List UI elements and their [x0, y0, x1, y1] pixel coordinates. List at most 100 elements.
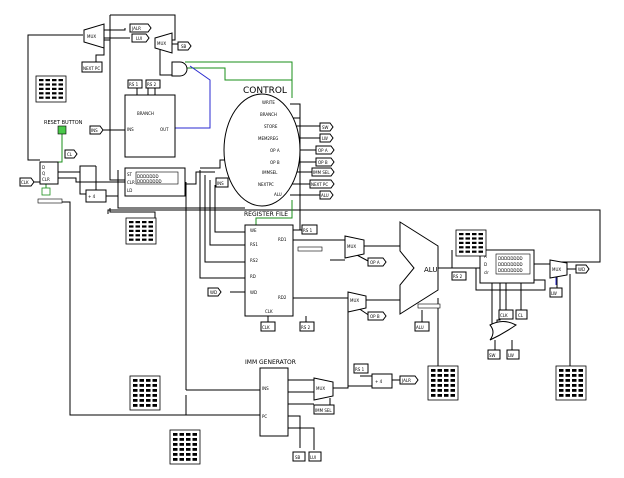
led-dot: [459, 246, 464, 249]
led-dot: [465, 250, 470, 253]
register-file: REGISTER FILE WE RS1 RS2 RD WD CLK RD1 R…: [244, 211, 294, 317]
led-dot: [192, 433, 197, 436]
led-dot: [148, 234, 153, 237]
pc-adder: + 4: [85, 189, 107, 203]
branch-mux-label: MUX: [157, 41, 166, 46]
led-dot: [437, 369, 442, 372]
led-dot: [146, 404, 151, 407]
led-dot: [152, 404, 157, 407]
imm-generator: IMM GENERATOR INS PC: [245, 359, 296, 437]
led-dot: [148, 229, 153, 232]
led-dot: [45, 87, 50, 90]
led-dot: [565, 384, 570, 387]
alu-title: ALU: [424, 266, 437, 274]
reset-button-square[interactable]: [57, 125, 67, 135]
led-dot: [52, 87, 57, 90]
svg-text:WE: WE: [250, 228, 257, 233]
led-dot: [459, 241, 464, 244]
svg-text:LD: LD: [127, 188, 132, 193]
ctrl-sig-7: NEXTPC: [258, 182, 274, 187]
led-dot: [578, 374, 583, 377]
pc-mux-label: MUX: [87, 34, 96, 39]
led-dot: [450, 369, 455, 372]
led-dot: [135, 238, 140, 241]
tunnel-op-b-ctrl: OP B: [318, 160, 328, 165]
led-dot: [459, 233, 464, 236]
led-dot: [142, 229, 147, 232]
led-dot: [437, 384, 442, 387]
led-dot: [173, 433, 178, 436]
led-dot: [472, 241, 477, 244]
led-dot: [139, 399, 144, 402]
branch-mux: MUX: [154, 32, 173, 54]
writeback-mux-label: MUX: [552, 267, 561, 272]
led-dot: [559, 374, 564, 377]
led-dot: [39, 96, 44, 99]
led-dot: [450, 384, 455, 387]
led-dot: [133, 404, 138, 407]
tunnel-lui-bottom: LUI: [310, 455, 316, 460]
led-dot: [133, 384, 138, 387]
tunnel-lui: LUI: [136, 36, 142, 41]
tunnel-ins: INS: [91, 128, 98, 133]
svg-text:CLK: CLK: [265, 309, 273, 314]
svg-text:INS: INS: [127, 127, 134, 132]
led-dot: [186, 458, 191, 461]
led-dot: [146, 379, 151, 382]
led-dot: [572, 379, 577, 382]
tunnels: JALR LUI SB NEXT PC RS 1 RS 2 INS CLK CL…: [19, 23, 590, 462]
led-dot: [179, 453, 184, 456]
led-dot: [572, 369, 577, 372]
led-dot: [431, 379, 436, 382]
led-dot: [478, 241, 483, 244]
led-dot: [142, 221, 147, 224]
led-dot: [472, 246, 477, 249]
led-dot: [58, 83, 63, 86]
led-dot: [152, 389, 157, 392]
led-dot: [148, 238, 153, 241]
tunnel-op-a: OP A: [370, 260, 380, 265]
led-dot: [173, 448, 178, 451]
led-dot: [52, 96, 57, 99]
reset-button[interactable]: RESET BUTTON: [41, 120, 83, 196]
svg-text:CLR: CLR: [42, 177, 50, 182]
led-dot: [139, 394, 144, 397]
tunnel-clk: CLK: [21, 180, 29, 185]
instruction-decoder: DDDDDDD DDDDDDDD ST CLR LD: [124, 167, 186, 197]
led-dot: [148, 225, 153, 228]
tunnel-op-a-ctrl: OP A: [318, 148, 328, 153]
tunnel-lw-mem: LW: [508, 353, 514, 358]
led-dot: [431, 389, 436, 392]
tunnel-sb: SB: [181, 44, 187, 49]
led-dot: [465, 233, 470, 236]
led-dot: [437, 389, 442, 392]
pc-register: D Q CLR: [39, 161, 59, 185]
led-dot: [179, 433, 184, 436]
data-memory: A D clr DDDDDDDD DDDDDDDD DDDDDDDD: [479, 249, 535, 284]
control-unit: CONTROL WRITE BRANCH STORE MEM2REG OP A …: [223, 86, 301, 207]
ctrl-sig-3: MEM2REG: [258, 136, 278, 141]
ctrl-sig-4: OP A: [270, 148, 280, 153]
led-dot: [179, 448, 184, 451]
led-dot: [559, 379, 564, 382]
ctrl-sig-8: ALU: [274, 192, 282, 197]
led-dot: [478, 237, 483, 240]
led-dot: [133, 379, 138, 382]
tunnel-sb-bottom: SB: [295, 455, 301, 460]
led-dot: [129, 225, 134, 228]
led-dot: [559, 389, 564, 392]
register-file-title: REGISTER FILE: [244, 211, 288, 218]
ctrl-sig-5: OP B: [270, 160, 280, 165]
led-dot: [142, 225, 147, 228]
ctrl-sig-6: IMMSEL: [262, 170, 278, 175]
svg-text:D: D: [484, 262, 487, 267]
led-dot: [58, 96, 63, 99]
svg-text:RS2: RS2: [250, 258, 258, 263]
led-dot: [444, 374, 449, 377]
led-dot: [142, 238, 147, 241]
led-dot: [431, 394, 436, 397]
svg-text:DDDDDDD: DDDDDDD: [137, 174, 159, 179]
led-dot: [39, 87, 44, 90]
svg-text:RS1: RS1: [250, 242, 258, 247]
svg-text:DDDDDDDD: DDDDDDDD: [137, 179, 162, 184]
